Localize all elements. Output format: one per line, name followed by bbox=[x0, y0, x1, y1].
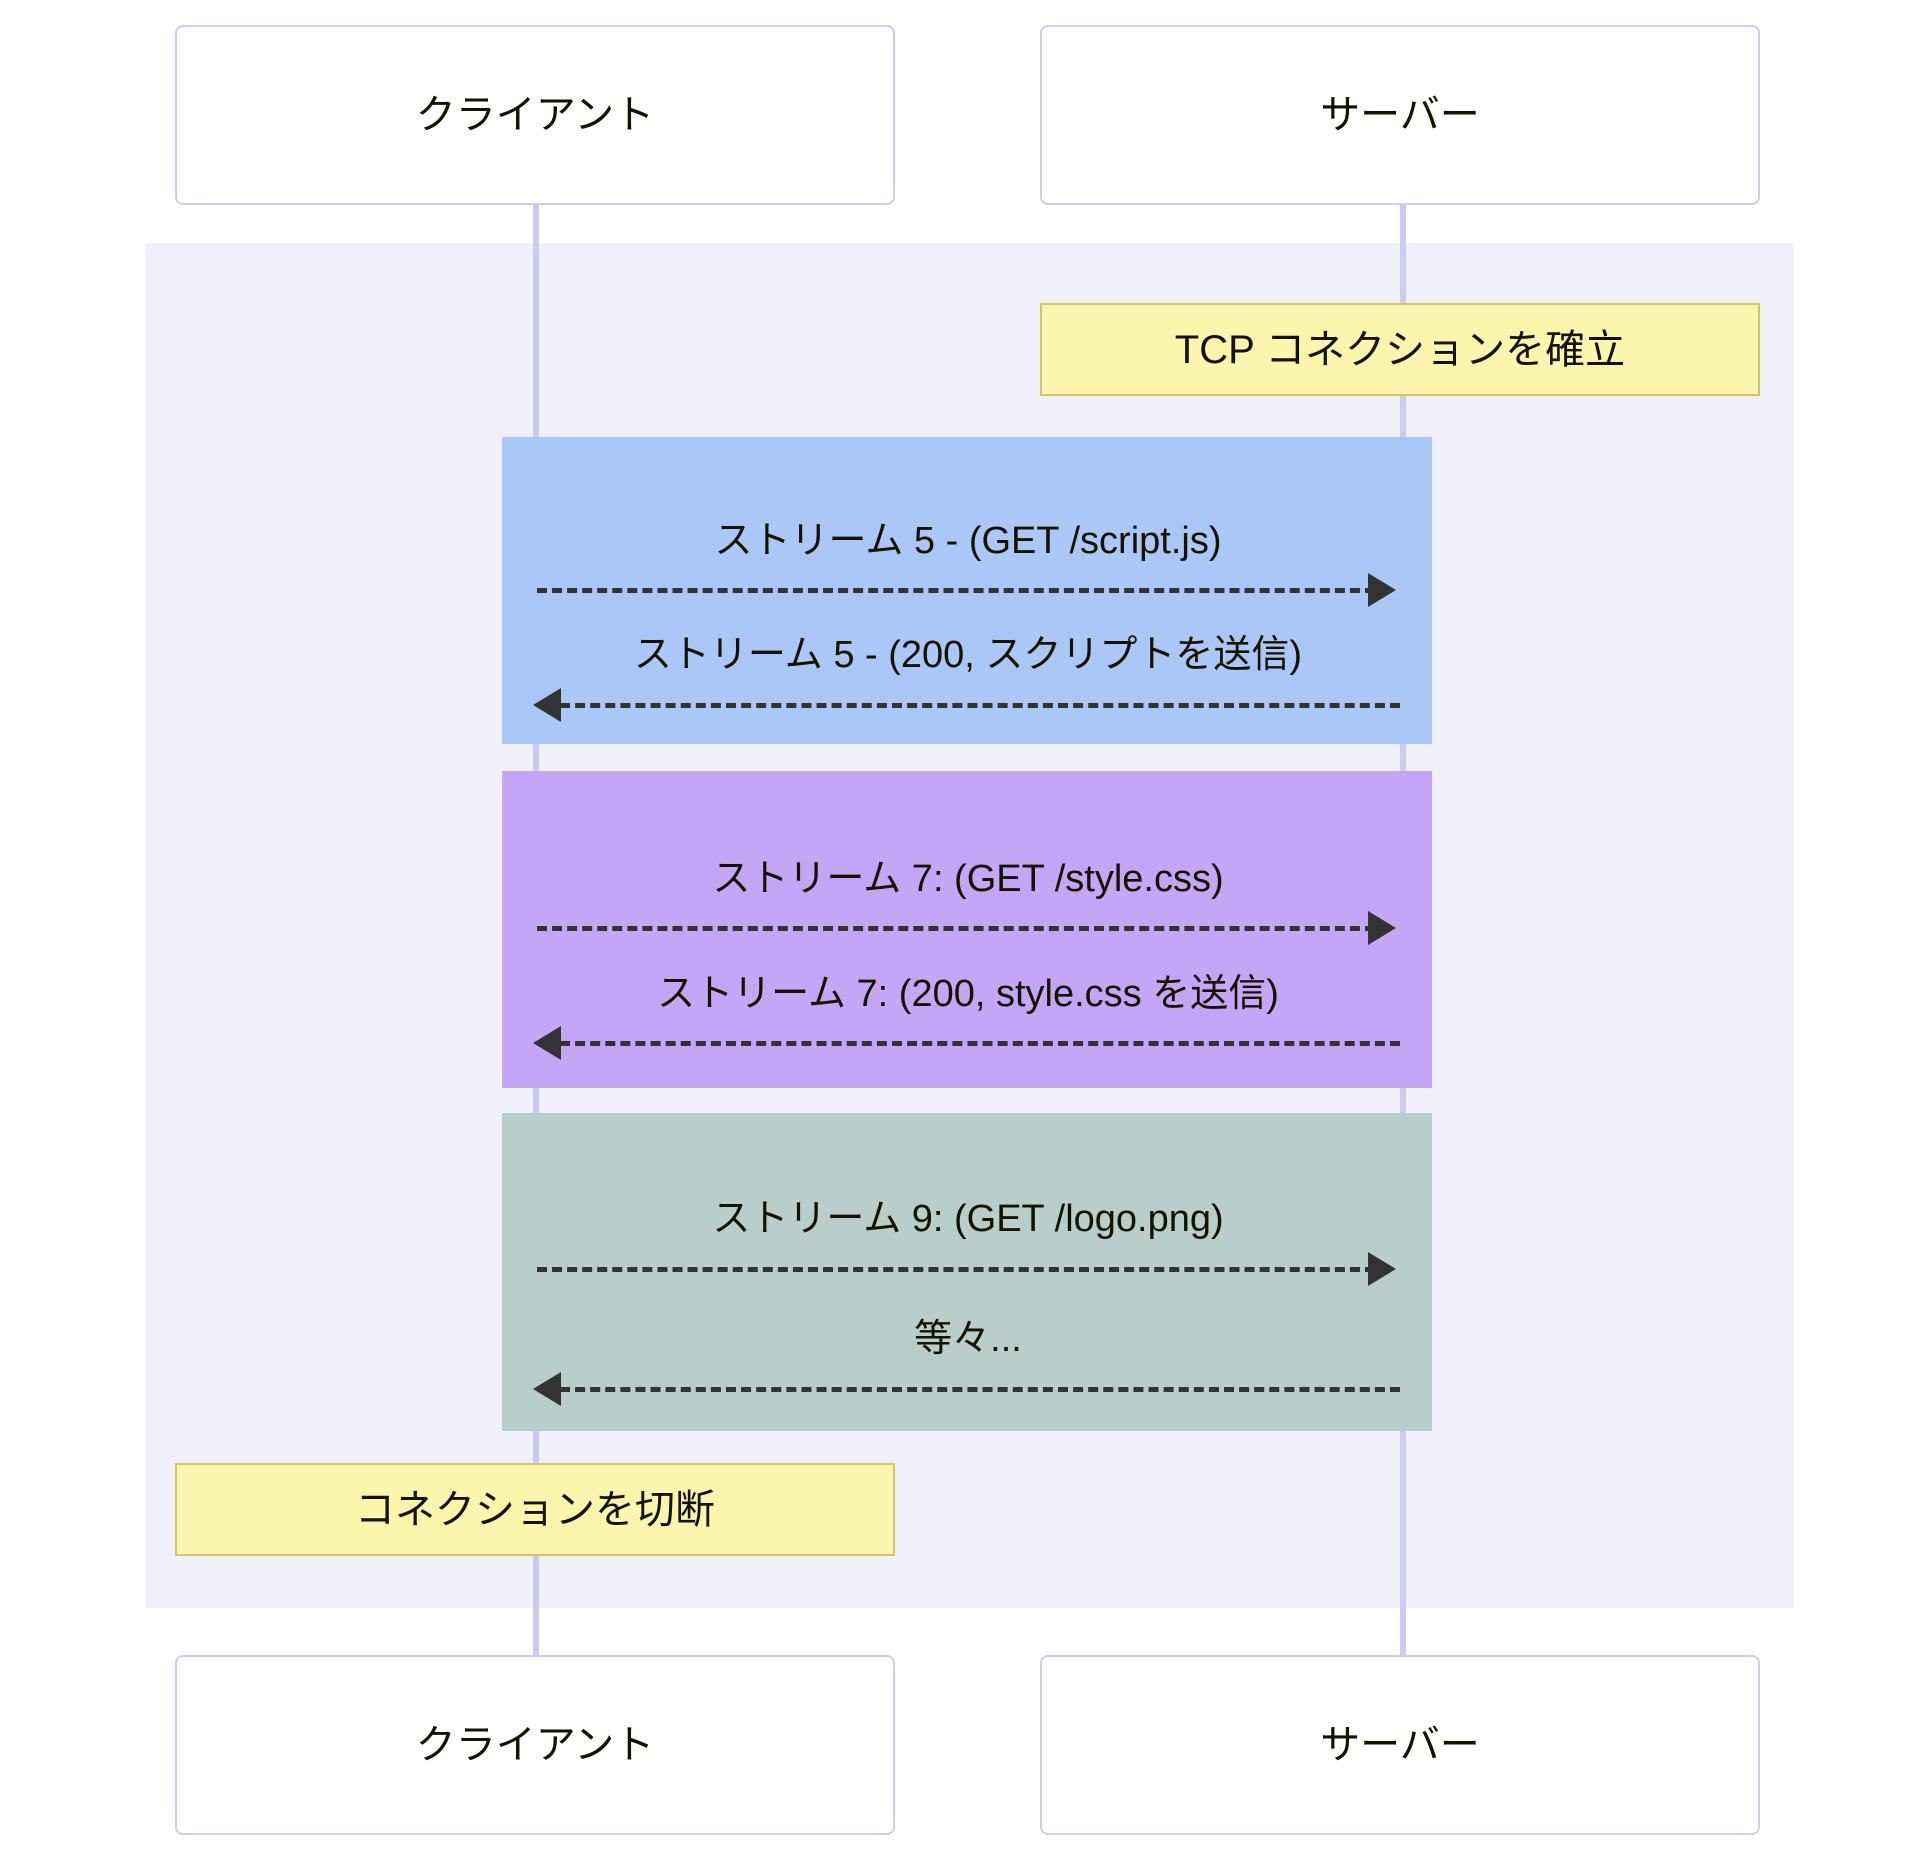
note-tcp-establish-text: TCP コネクションを確立 bbox=[1174, 327, 1626, 372]
msg-stream7-request-label: ストリーム 7: (GET /style.css) bbox=[536, 860, 1400, 898]
msg-stream5-response-arrowhead bbox=[533, 688, 561, 722]
msg-stream7-request-arrowhead bbox=[1368, 911, 1396, 945]
note-connection-close-text: コネクションを切断 bbox=[355, 1487, 715, 1532]
msg-stream5-request-arrowhead bbox=[1368, 573, 1396, 607]
msg-stream5-response-label: ストリーム 5 - (200, スクリプトを送信) bbox=[536, 636, 1400, 674]
msg-stream9-request-line bbox=[537, 1267, 1375, 1272]
actor-label-server-bottom: サーバー bbox=[1320, 1723, 1480, 1767]
actor-box-client-bottom[interactable]: クライアント bbox=[175, 1655, 895, 1835]
msg-stream9-etc-text: 等々... bbox=[914, 1318, 1022, 1360]
msg-stream7-request-text: ストリーム 7: (GET /style.css) bbox=[712, 858, 1224, 900]
msg-stream9-etc-label: 等々... bbox=[536, 1320, 1400, 1358]
msg-stream5-response-line bbox=[560, 703, 1400, 708]
note-tcp-establish[interactable]: TCP コネクションを確立 bbox=[1040, 303, 1760, 396]
block-stream-9 bbox=[502, 1113, 1432, 1431]
actor-label-client-top: クライアント bbox=[415, 93, 655, 137]
msg-stream7-request-line bbox=[537, 926, 1375, 931]
note-connection-close[interactable]: コネクションを切断 bbox=[175, 1463, 895, 1556]
actor-label-client-bottom: クライアント bbox=[415, 1723, 655, 1767]
msg-stream9-request-text: ストリーム 9: (GET /logo.png) bbox=[712, 1198, 1224, 1240]
msg-stream5-request-label: ストリーム 5 - (GET /script.js) bbox=[536, 522, 1400, 560]
msg-stream7-response-label: ストリーム 7: (200, style.css を送信) bbox=[536, 975, 1400, 1013]
msg-stream5-response-text: ストリーム 5 - (200, スクリプトを送信) bbox=[633, 634, 1303, 676]
msg-stream9-etc-line bbox=[560, 1387, 1400, 1392]
actor-box-client-top[interactable]: クライアント bbox=[175, 25, 895, 205]
msg-stream7-response-text: ストリーム 7: (200, style.css を送信) bbox=[657, 973, 1279, 1015]
msg-stream5-request-line bbox=[537, 588, 1375, 593]
msg-stream7-response-line bbox=[560, 1041, 1400, 1046]
msg-stream9-etc-arrowhead bbox=[533, 1372, 561, 1406]
msg-stream9-request-arrowhead bbox=[1368, 1252, 1396, 1286]
msg-stream9-request-label: ストリーム 9: (GET /logo.png) bbox=[536, 1200, 1400, 1238]
msg-stream5-request-text: ストリーム 5 - (GET /script.js) bbox=[714, 520, 1222, 562]
actor-label-server-top: サーバー bbox=[1320, 93, 1480, 137]
msg-stream7-response-arrowhead bbox=[533, 1026, 561, 1060]
actor-box-server-top[interactable]: サーバー bbox=[1040, 25, 1760, 205]
actor-box-server-bottom[interactable]: サーバー bbox=[1040, 1655, 1760, 1835]
